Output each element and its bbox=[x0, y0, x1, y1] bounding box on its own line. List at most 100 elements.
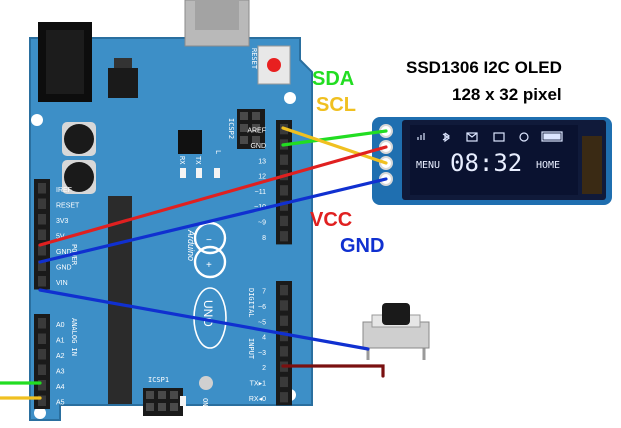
pin-label: RESET bbox=[56, 202, 80, 209]
icsp-pin bbox=[170, 403, 178, 411]
mounting-hole bbox=[284, 92, 296, 104]
header-pin[interactable] bbox=[38, 333, 46, 345]
header-pin[interactable] bbox=[280, 215, 288, 227]
pin-label: 5V bbox=[56, 233, 65, 240]
oled-resolution: 128 x 32 pixel bbox=[452, 85, 562, 104]
header-pin[interactable] bbox=[38, 245, 46, 256]
pin-label: A3 bbox=[56, 368, 65, 375]
header-pin[interactable] bbox=[280, 376, 288, 388]
header-pin[interactable] bbox=[38, 276, 46, 287]
dc-jack-inner bbox=[46, 30, 84, 94]
icsp-pin bbox=[146, 391, 154, 399]
pin-label: 3V3 bbox=[56, 218, 69, 225]
vcc-label: VCC bbox=[310, 209, 352, 231]
header-pin[interactable] bbox=[38, 229, 46, 241]
voltage-regulator bbox=[108, 68, 138, 98]
oled-module: MENU 08:32 HOME bbox=[372, 117, 612, 205]
signal-icon bbox=[417, 133, 425, 140]
icsp1-label: ICSP1 bbox=[148, 376, 169, 384]
rx-label: RX bbox=[178, 156, 186, 165]
gnd-button-wire bbox=[38, 288, 370, 351]
pin-label: VIN bbox=[56, 280, 68, 287]
pin-label: ~6 bbox=[258, 304, 266, 311]
pin-label: AREF bbox=[247, 128, 266, 135]
pin-label: A2 bbox=[56, 353, 65, 360]
mounting-hole bbox=[31, 114, 43, 126]
header-pin[interactable] bbox=[38, 364, 46, 376]
alarm-icon bbox=[519, 132, 529, 142]
pin-label: TX▸1 bbox=[250, 380, 266, 387]
header-pin[interactable] bbox=[38, 260, 46, 272]
header-pin[interactable] bbox=[38, 183, 46, 194]
icsp-pin bbox=[240, 136, 248, 144]
l-label: L bbox=[214, 150, 222, 154]
led-rx bbox=[180, 168, 186, 178]
header-strip bbox=[276, 281, 292, 406]
mail-flap-icon bbox=[466, 132, 478, 138]
pin-label: 12 bbox=[258, 174, 266, 181]
header-pin[interactable] bbox=[280, 330, 288, 342]
input-header-label: INPUT bbox=[247, 338, 255, 360]
header-pin[interactable] bbox=[280, 346, 288, 357]
led-l bbox=[214, 168, 220, 178]
icsp-pin bbox=[252, 124, 260, 132]
header-pin[interactable] bbox=[280, 200, 288, 211]
tx-label: TX bbox=[194, 156, 202, 165]
battery-icon bbox=[541, 131, 563, 142]
oled-clock: 08:32 bbox=[450, 149, 522, 177]
icsp-pin bbox=[146, 403, 154, 411]
digital-header-label: DIGITAL bbox=[247, 288, 255, 318]
icsp1-header bbox=[143, 388, 183, 416]
oled-title: SSD1306 I2C OLED bbox=[406, 58, 562, 77]
header-pin[interactable] bbox=[38, 380, 46, 391]
header-pin[interactable] bbox=[280, 231, 288, 242]
reset-button-cap[interactable] bbox=[267, 58, 281, 72]
brand-label: Arduino bbox=[186, 229, 196, 261]
header-pin[interactable] bbox=[280, 315, 288, 326]
sda-wire bbox=[281, 129, 388, 147]
push-button-cap[interactable] bbox=[382, 303, 410, 325]
pin-label: A4 bbox=[56, 384, 65, 391]
on-label: ON bbox=[201, 398, 209, 406]
header-pin[interactable] bbox=[280, 154, 288, 165]
pin-label: 4 bbox=[262, 335, 266, 342]
header-pin[interactable] bbox=[280, 185, 288, 196]
icsp2-label: ICSP2 bbox=[227, 118, 235, 139]
pin-label: ~3 bbox=[258, 350, 266, 357]
button-signal-wire bbox=[281, 364, 385, 378]
icsp-pin bbox=[240, 124, 248, 132]
pin-label: 2 bbox=[262, 365, 266, 372]
header-pin[interactable] bbox=[38, 349, 46, 360]
pin-label: 8 bbox=[262, 235, 266, 242]
header-pin[interactable] bbox=[38, 198, 46, 210]
led-tx bbox=[196, 168, 202, 178]
mail-icon bbox=[466, 132, 478, 142]
pin-label: RX◂0 bbox=[249, 396, 266, 403]
icsp-pin bbox=[158, 403, 166, 411]
arduino-board: RESET ICSP2 RX TX L − + Arduino UNO ICSP… bbox=[29, 0, 313, 421]
header-pin[interactable] bbox=[38, 395, 46, 407]
icsp-pin bbox=[170, 391, 178, 399]
header-pin[interactable] bbox=[280, 392, 288, 403]
wires bbox=[0, 126, 388, 400]
header-pin[interactable] bbox=[38, 318, 46, 329]
header-pin[interactable] bbox=[38, 214, 46, 225]
icsp-pin bbox=[252, 112, 260, 120]
oled-menu-label: MENU bbox=[416, 160, 440, 171]
pin-label: GND bbox=[56, 264, 72, 271]
icsp2-header bbox=[237, 109, 265, 149]
header-pin[interactable] bbox=[280, 285, 288, 296]
usb-connector-inner bbox=[195, 0, 239, 30]
analog-header-label: ANALOG IN bbox=[70, 318, 78, 356]
pin-label: GND bbox=[250, 143, 266, 150]
pin-label: A1 bbox=[56, 337, 65, 344]
capacitor-top bbox=[64, 162, 94, 192]
push-button[interactable] bbox=[362, 303, 430, 360]
pin-label: IREF bbox=[56, 187, 72, 194]
vcc-wire bbox=[38, 145, 388, 247]
arduino-logo: − + bbox=[193, 221, 227, 279]
pin-label: 7 bbox=[262, 289, 266, 296]
header-pin[interactable] bbox=[280, 300, 288, 311]
